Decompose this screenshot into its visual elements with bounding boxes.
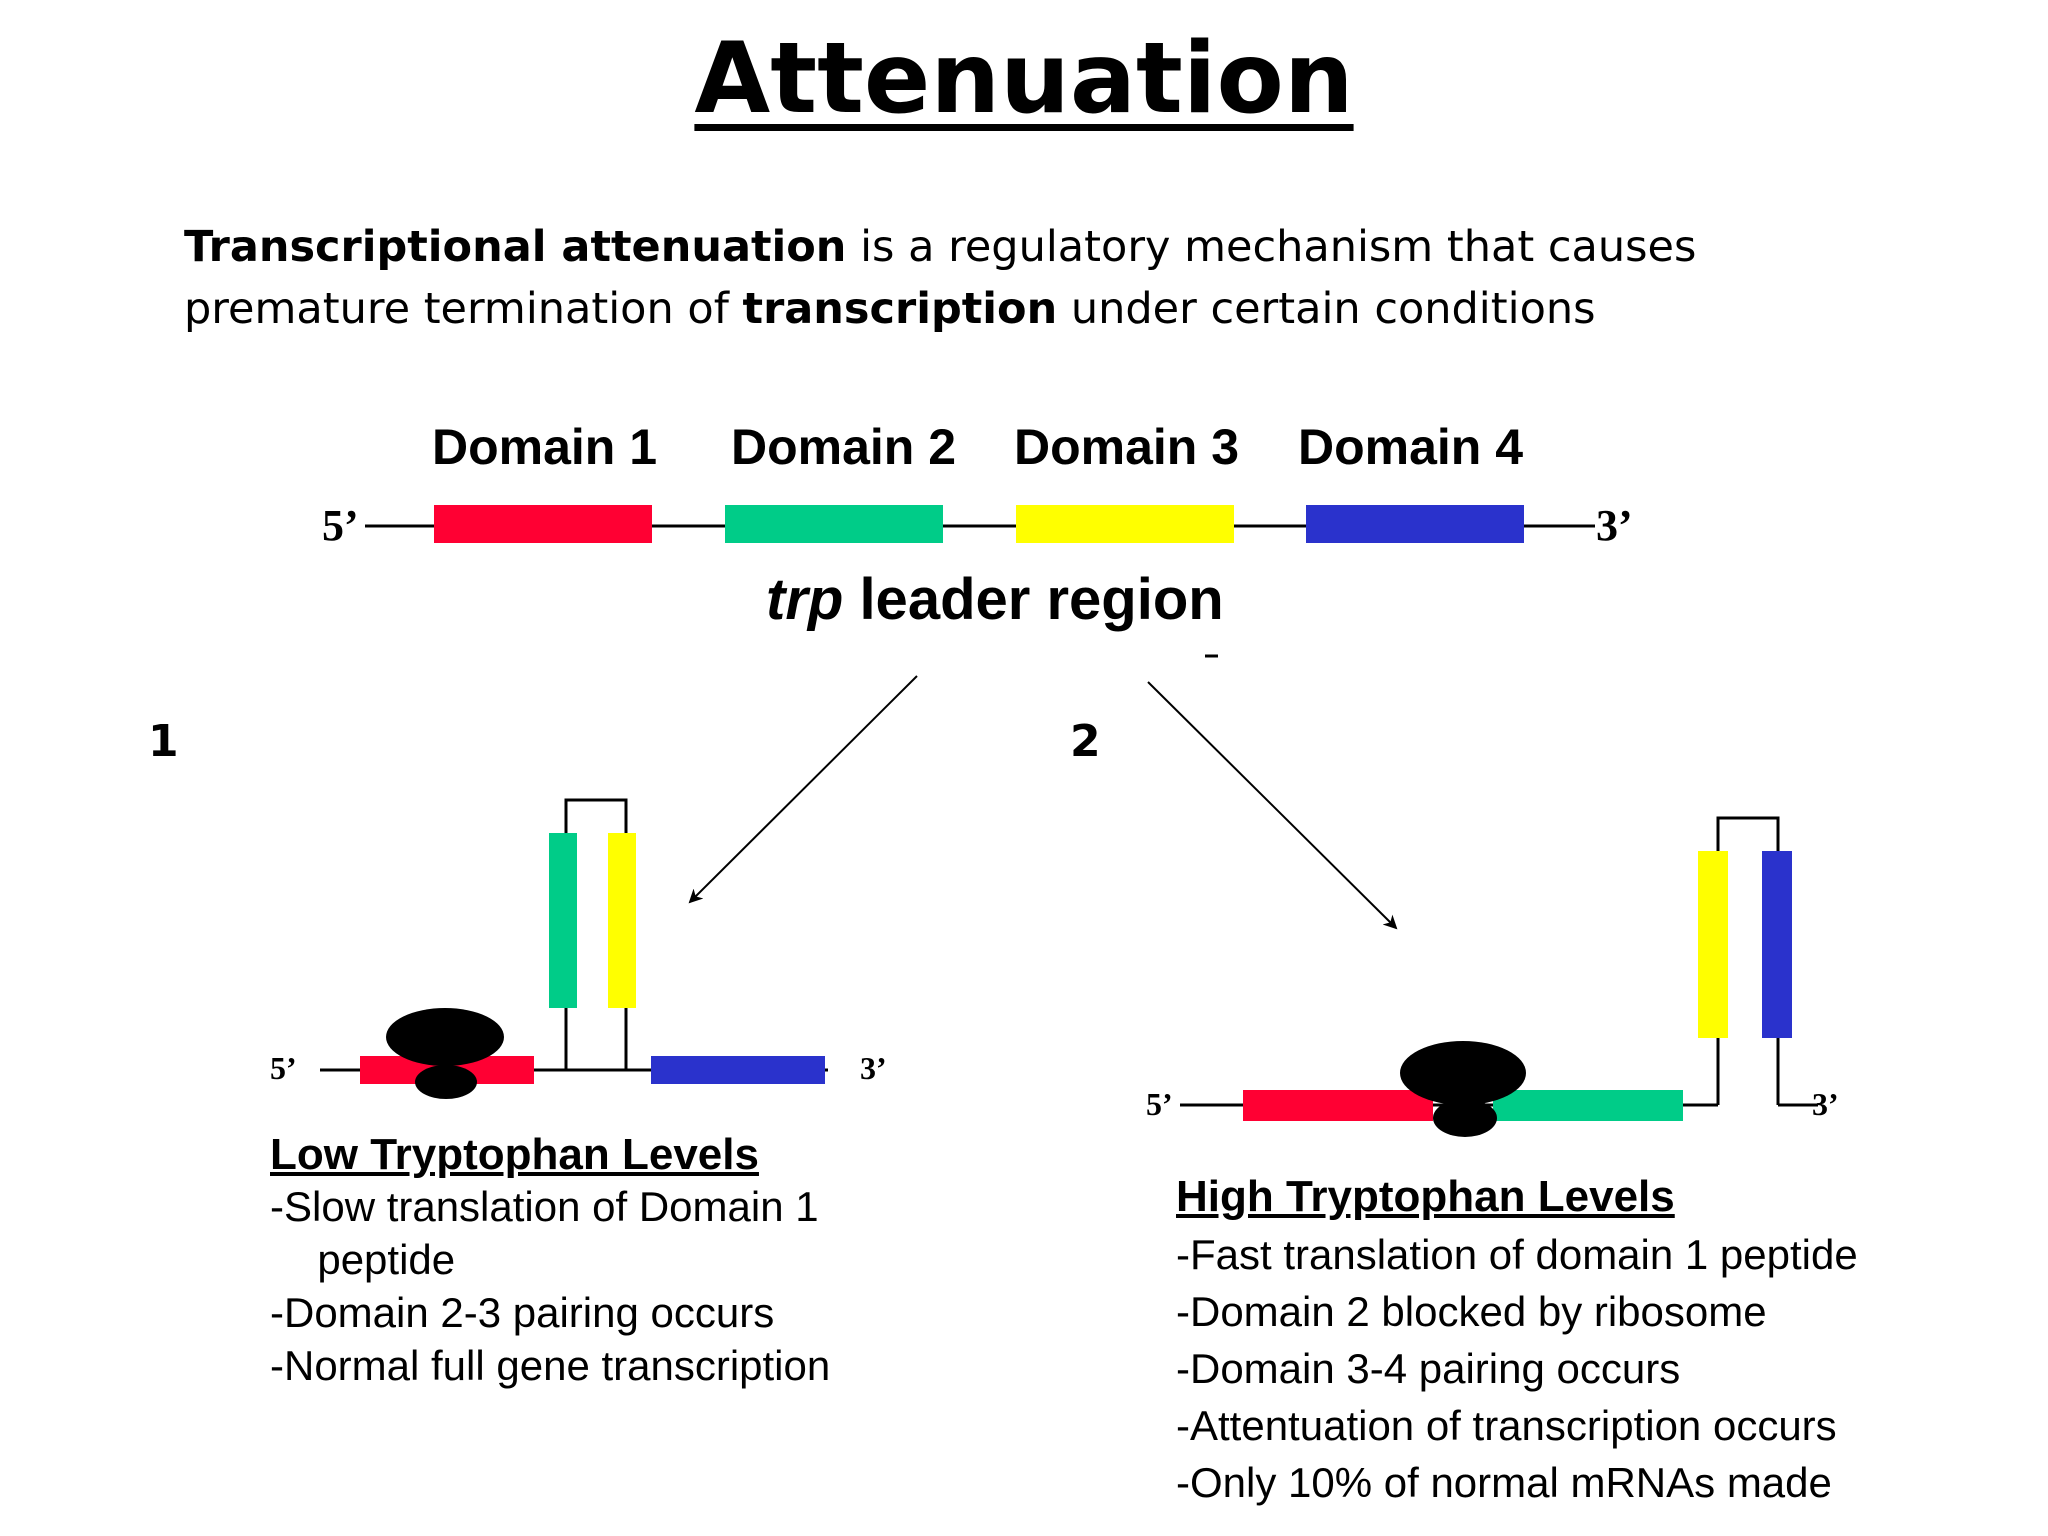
p1-ribosome-icon [386, 1008, 504, 1099]
p1-domain-4-bar [651, 1056, 825, 1084]
panel-1-list: -Slow translation of Domain 1 peptide -D… [270, 1180, 830, 1392]
panel-1-number: 1 [148, 716, 179, 767]
p2-domain-2-bar [1493, 1090, 1683, 1121]
top-domain-3-bar [1016, 505, 1234, 543]
intro-term-2: transcription [742, 284, 1058, 334]
domain-3-label: Domain 3 [1014, 419, 1240, 475]
domain-4-label: Domain 4 [1298, 419, 1524, 475]
panel-2-line: -Only 10% of normal mRNAs made [1176, 1459, 1832, 1506]
p2-three-prime-label: 3’ [1812, 1086, 1839, 1122]
panel-1-line: -Normal full gene transcription [270, 1342, 831, 1389]
panel-2-number: 2 [1070, 716, 1101, 767]
top-domain-1-bar [434, 505, 652, 543]
arrow-to-panel-1 [688, 675, 918, 904]
panel-2-title: High Tryptophan Levels [1176, 1172, 1675, 1221]
arrow-to-panel-2 [1147, 681, 1398, 930]
domain-1-label: Domain 1 [432, 419, 658, 475]
panel-2-line: -Domain 3-4 pairing occurs [1176, 1345, 1681, 1392]
p2-domain-3-stem [1698, 851, 1728, 1038]
top-three-prime-label: 3’ [1596, 501, 1633, 550]
intro-text: Transcriptional attenuation is a regulat… [184, 216, 1884, 340]
panel-1-line: -Domain 2-3 pairing occurs [270, 1289, 775, 1336]
panel-2-diagram [1180, 816, 1818, 1137]
p2-ribosome-icon [1400, 1041, 1526, 1137]
p2-domain-4-stem [1762, 851, 1792, 1038]
p1-five-prime-label: 5’ [270, 1050, 297, 1086]
panel-1-line: peptide [294, 1236, 456, 1283]
page-title: Attenuation [694, 22, 1354, 136]
panel-2-line: -Fast translation of domain 1 peptide [1176, 1231, 1858, 1278]
domain-2-label: Domain 2 [731, 419, 957, 475]
p2-five-prime-label: 5’ [1146, 1086, 1173, 1122]
p1-domain-2-stem [549, 833, 577, 1008]
leader-region-label: trp leader region [766, 566, 1224, 633]
panel-2-line: -Attentuation of transcription occurs [1176, 1402, 1837, 1449]
intro-text-3: under certain conditions [1057, 284, 1596, 334]
top-five-prime-label: 5’ [322, 501, 359, 550]
panel-1-diagram [320, 798, 828, 1099]
p1-domain-3-stem [608, 833, 636, 1008]
top-domain-2-bar [725, 505, 943, 543]
panel-2-line: -Domain 2 blocked by ribosome [1176, 1288, 1767, 1335]
intro-term: Transcriptional attenuation [184, 222, 847, 272]
top-domain-4-bar [1306, 505, 1524, 543]
p1-three-prime-label: 3’ [860, 1050, 887, 1086]
p2-domain-1-bar [1243, 1090, 1433, 1121]
panel-1-line: -Slow translation of Domain 1 [270, 1183, 819, 1230]
intro-text-2: premature termination of [184, 284, 743, 334]
panel-1-title: Low Tryptophan Levels [270, 1130, 759, 1179]
leader-text: leader region [843, 567, 1224, 632]
intro-text-1: is a regulatory mechanism that causes [846, 222, 1697, 272]
trp-text: trp [766, 567, 844, 632]
panel-2-list: -Fast translation of domain 1 peptide -D… [1176, 1226, 1858, 1511]
